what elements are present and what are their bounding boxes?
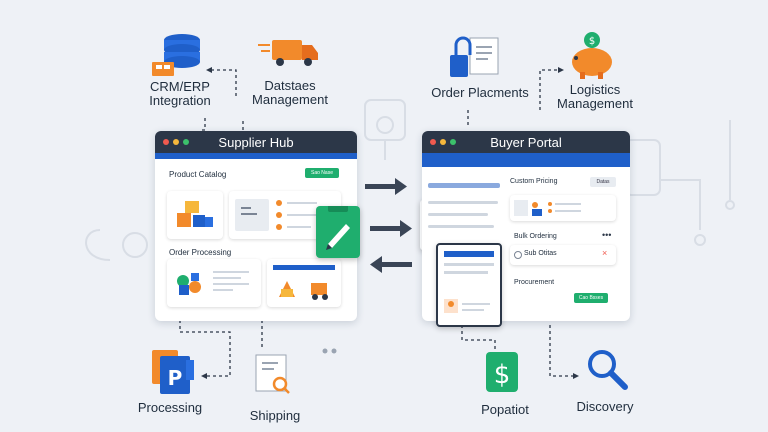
puzzle-chart-thumbnail <box>177 271 249 295</box>
supplier-hub-window: Supplier Hub Product Catalog Sao Nase Or… <box>155 131 357 321</box>
tablet-profile-thumbnail <box>444 251 494 313</box>
window-controls[interactable] <box>163 139 189 145</box>
buyer-portal-title: Buyer Portal <box>490 134 562 150</box>
procurement-label: Procurement <box>514 279 555 286</box>
bulk-ordering-label: Bulk Ordering <box>514 233 557 240</box>
svg-text:$: $ <box>589 36 595 47</box>
warehouse-truck-thumbnail <box>273 265 335 300</box>
bulk-item-radio-icon[interactable] <box>514 251 522 259</box>
processing-document-icon: P <box>152 350 194 394</box>
bulk-order-item[interactable]: Sub Otitas × <box>510 245 616 265</box>
order-processing-card[interactable] <box>167 259 261 307</box>
product-detail-thumbnail <box>235 199 317 231</box>
minimize-dot-icon[interactable] <box>440 139 446 145</box>
magnifier-icon <box>588 350 628 390</box>
tablet-card[interactable] <box>436 243 502 327</box>
custom-pricing-card[interactable] <box>510 195 616 221</box>
sidebar-line-3 <box>428 225 494 228</box>
pricing-row-thumbnail <box>514 200 581 216</box>
more-options-icon[interactable]: ••• <box>602 230 612 240</box>
procurement-button[interactable]: Cao Bsses <box>574 293 608 303</box>
sidebar-line-1 <box>428 201 498 204</box>
search-bar[interactable] <box>428 183 500 188</box>
close-dot-icon[interactable] <box>430 139 436 145</box>
minimize-dot-icon[interactable] <box>173 139 179 145</box>
pencil-icon <box>326 204 350 250</box>
remove-icon[interactable]: × <box>602 248 608 258</box>
order-placements-label: Order Placments <box>431 85 529 100</box>
custom-pricing-label: Custom Pricing <box>510 178 558 185</box>
piggy-bank-icon: $ <box>572 32 612 79</box>
window-controls-buyer[interactable] <box>430 139 456 145</box>
sidebar-line-2 <box>428 213 488 216</box>
dashed-connectors <box>179 69 575 377</box>
boxes-icon <box>177 201 213 227</box>
bulk-item-label: Sub Otitas <box>524 250 557 257</box>
catalog-card-boxes[interactable] <box>167 191 223 239</box>
buyer-portal-header-strip <box>422 153 630 167</box>
connector-arrowheads <box>201 67 579 379</box>
truck-icon <box>258 40 318 66</box>
supplier-hub-titlebar: Supplier Hub <box>155 131 357 153</box>
discovery-label: Discovery <box>576 399 634 414</box>
close-dot-icon[interactable] <box>163 139 169 145</box>
pricing-button[interactable]: Datas <box>590 177 616 187</box>
crm-erp-label: CRM/ERP Integration <box>149 79 211 108</box>
popatiot-label: Popatiot <box>481 402 529 417</box>
lock-document-icon <box>450 36 499 77</box>
svg-text:$: $ <box>494 360 511 390</box>
supplier-hub-title: Supplier Hub <box>218 134 294 150</box>
shipping-search-document-icon <box>255 354 290 394</box>
maximize-dot-icon[interactable] <box>183 139 189 145</box>
flow-arrows <box>365 178 412 273</box>
catalog-button[interactable]: Sao Nase <box>305 168 339 178</box>
supplier-hub-header-strip <box>155 153 357 159</box>
svg-text:P: P <box>168 366 183 390</box>
dollar-icon: $ <box>486 352 518 392</box>
buyer-portal-titlebar: Buyer Portal <box>422 131 630 153</box>
processing-label: Processing <box>137 400 203 415</box>
logistics-label: Logistics Management <box>557 82 633 111</box>
database-icon <box>152 34 200 76</box>
decor-dots <box>322 348 337 354</box>
product-catalog-label: Product Catalog <box>169 170 227 179</box>
datastores-label: Datstaes Management <box>252 78 328 107</box>
edit-document-card[interactable] <box>316 204 360 258</box>
order-processing-card-2[interactable] <box>267 259 341 307</box>
background-circuit <box>85 99 735 261</box>
order-processing-label: Order Processing <box>169 248 232 257</box>
shipping-label: Shipping <box>249 408 301 423</box>
maximize-dot-icon[interactable] <box>450 139 456 145</box>
